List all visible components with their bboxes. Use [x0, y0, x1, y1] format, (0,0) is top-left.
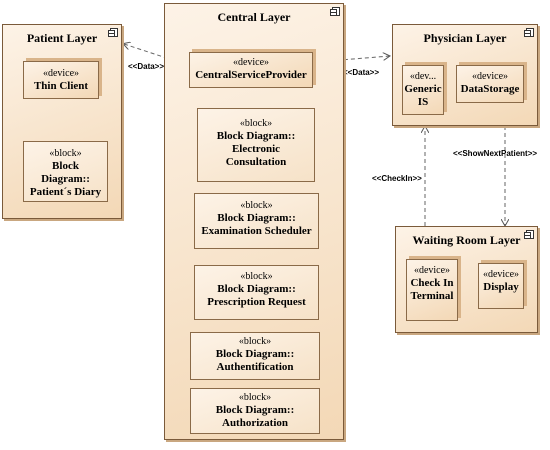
- check-in-terminal-node[interactable]: «device» Check In Terminal: [406, 259, 458, 321]
- block-stereotype: «block»: [240, 271, 273, 282]
- node-stereotype: «device»: [232, 57, 270, 68]
- component-icon: [108, 28, 118, 37]
- display-node[interactable]: «device» Display: [478, 263, 524, 309]
- generic-is-node[interactable]: «dev... Generic IS: [402, 65, 444, 115]
- node-stereotype: «device»: [482, 269, 520, 280]
- central-service-provider-node[interactable]: «device» CentralServiceProvider: [189, 52, 313, 88]
- prescription-request-block[interactable]: «block» Block Diagram:: Prescription Req…: [194, 265, 319, 320]
- patient-layer[interactable]: Patient Layer «device» Thin Client «bloc…: [2, 24, 122, 219]
- patient-layer-title: Patient Layer: [26, 31, 98, 45]
- block-stereotype: «block»: [238, 336, 272, 347]
- block-name: Block Diagram:: Authentification: [215, 348, 295, 373]
- physician-layer-title: Physician Layer: [423, 31, 507, 45]
- edge-label-data-left: <<Data>>: [128, 62, 165, 71]
- block-stereotype: «block»: [240, 200, 273, 211]
- node-name: Display: [483, 281, 519, 293]
- block-stereotype: «block»: [49, 148, 82, 159]
- block-name: Block Diagram:: Patient´s Diary: [29, 160, 102, 198]
- examination-scheduler-block[interactable]: «block» Block Diagram:: Examination Sche…: [194, 193, 319, 249]
- central-layer-title: Central Layer: [217, 10, 291, 24]
- node-stereotype: «device»: [413, 265, 451, 276]
- node-name: Thin Client: [33, 80, 89, 92]
- edge-label-data-right: <<Data>>: [343, 68, 380, 77]
- waiting-room-layer[interactable]: Waiting Room Layer «device» Check In Ter…: [395, 226, 538, 333]
- authentification-block[interactable]: «block» Block Diagram:: Authentification: [190, 332, 320, 380]
- block-name: Block Diagram:: Examination Scheduler: [201, 212, 312, 237]
- patients-diary-block[interactable]: «block» Block Diagram:: Patient´s Diary: [23, 141, 108, 202]
- electronic-consultation-block[interactable]: «block» Block Diagram:: Electronic Consu…: [197, 108, 315, 182]
- block-stereotype: «block»: [239, 118, 273, 129]
- node-stereotype: «device»: [42, 68, 80, 79]
- data-storage-node[interactable]: «device» DataStorage: [456, 65, 524, 103]
- physician-layer[interactable]: Physician Layer «dev... Generic IS «devi…: [392, 24, 538, 126]
- block-name: Block Diagram:: Prescription Request: [207, 283, 306, 308]
- waiting-room-layer-title: Waiting Room Layer: [412, 233, 521, 247]
- node-stereotype: «dev...: [409, 71, 437, 82]
- block-name: Block Diagram:: Electronic Consultation: [216, 130, 296, 168]
- thin-client-node[interactable]: «device» Thin Client: [23, 61, 99, 99]
- edge-central-physician: [316, 56, 390, 62]
- node-stereotype: «device»: [471, 71, 509, 82]
- component-icon: [524, 28, 534, 37]
- node-name: DataStorage: [460, 83, 520, 95]
- node-name: Generic IS: [404, 83, 442, 108]
- block-stereotype: «block»: [238, 392, 272, 403]
- edge-label-show-next-patient: <<ShowNextPatient>>: [453, 149, 538, 158]
- authorization-block[interactable]: «block» Block Diagram:: Authorization: [190, 388, 320, 434]
- block-name: Block Diagram:: Authorization: [215, 404, 295, 429]
- node-name: Check In Terminal: [410, 277, 454, 302]
- component-icon: [330, 7, 340, 16]
- central-layer[interactable]: Central Layer «device» CentralServicePro…: [164, 3, 344, 440]
- node-name: CentralServiceProvider: [195, 69, 307, 81]
- component-icon: [524, 230, 534, 239]
- edge-label-checkin: <<CheckIn>>: [372, 174, 422, 183]
